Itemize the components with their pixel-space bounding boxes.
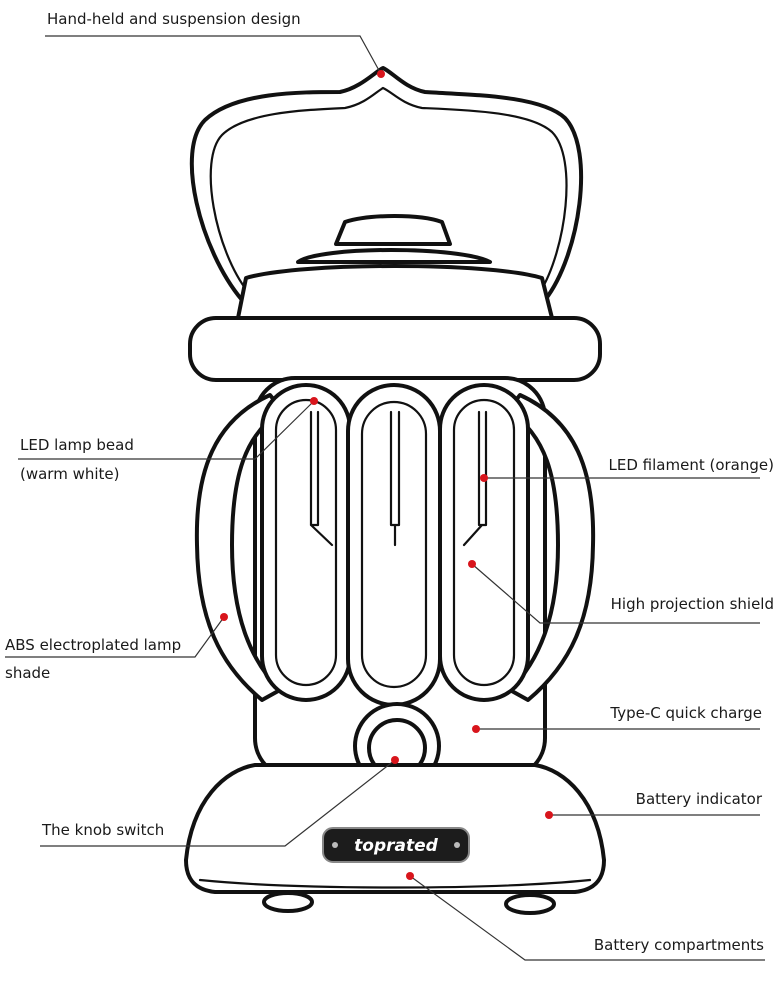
filament-left xyxy=(309,410,334,547)
foot-right xyxy=(504,893,556,915)
handle-inner xyxy=(209,86,568,294)
cage-arm-left-outer xyxy=(194,393,284,702)
brand-logo-text: toprated xyxy=(354,836,438,856)
label-lamp-bead: LED lamp bead xyxy=(20,436,134,454)
marker-shield xyxy=(468,560,476,568)
marker-battery-compartments xyxy=(406,872,414,880)
leader-lamp-bead xyxy=(18,400,315,460)
lid-rim xyxy=(188,316,602,382)
brand-badge xyxy=(322,827,470,863)
leader-handle xyxy=(45,35,382,75)
window-right-inner xyxy=(452,398,516,687)
marker-shade xyxy=(220,613,228,621)
label-lamp-bead-sub: (warm white) xyxy=(20,465,120,483)
label-knob: The knob switch xyxy=(41,821,164,839)
foot-left xyxy=(262,891,314,913)
base-groove xyxy=(198,878,592,889)
marker-lamp-bead xyxy=(310,397,318,405)
leader-knob xyxy=(40,759,396,847)
window-center-inner xyxy=(360,400,428,689)
marker-handle xyxy=(377,70,385,78)
label-shade: ABS electroplated lamp xyxy=(5,636,181,654)
filament-center xyxy=(389,410,401,547)
label-shield: High projection shield xyxy=(611,595,774,613)
leader-shield xyxy=(471,563,760,624)
top-dome xyxy=(296,248,492,264)
label-shade-sub: shade xyxy=(5,664,50,682)
cage-arm-right-outer xyxy=(506,393,596,702)
leader-shade xyxy=(5,616,225,658)
label-battery-indicator: Battery indicator xyxy=(636,790,763,808)
label-filament: LED filament (orange) xyxy=(609,456,774,474)
lid xyxy=(236,264,554,320)
label-handle: Hand-held and suspension design xyxy=(47,10,301,28)
window-left-inner xyxy=(274,398,338,687)
marker-charge xyxy=(472,725,480,733)
badge-dot-right xyxy=(454,842,460,848)
badge-dot-left xyxy=(332,842,338,848)
filament-right xyxy=(462,410,488,547)
lantern-handle xyxy=(189,66,583,302)
marker-filament xyxy=(480,474,488,482)
window-right xyxy=(438,383,530,702)
leader-battery-compartments xyxy=(409,875,765,961)
marker-battery-indicator xyxy=(545,811,553,819)
label-charge: Type-C quick charge xyxy=(609,704,762,722)
label-battery-compartments: Battery compartments xyxy=(594,936,764,954)
top-cap xyxy=(334,214,452,246)
marker-knob xyxy=(391,756,399,764)
